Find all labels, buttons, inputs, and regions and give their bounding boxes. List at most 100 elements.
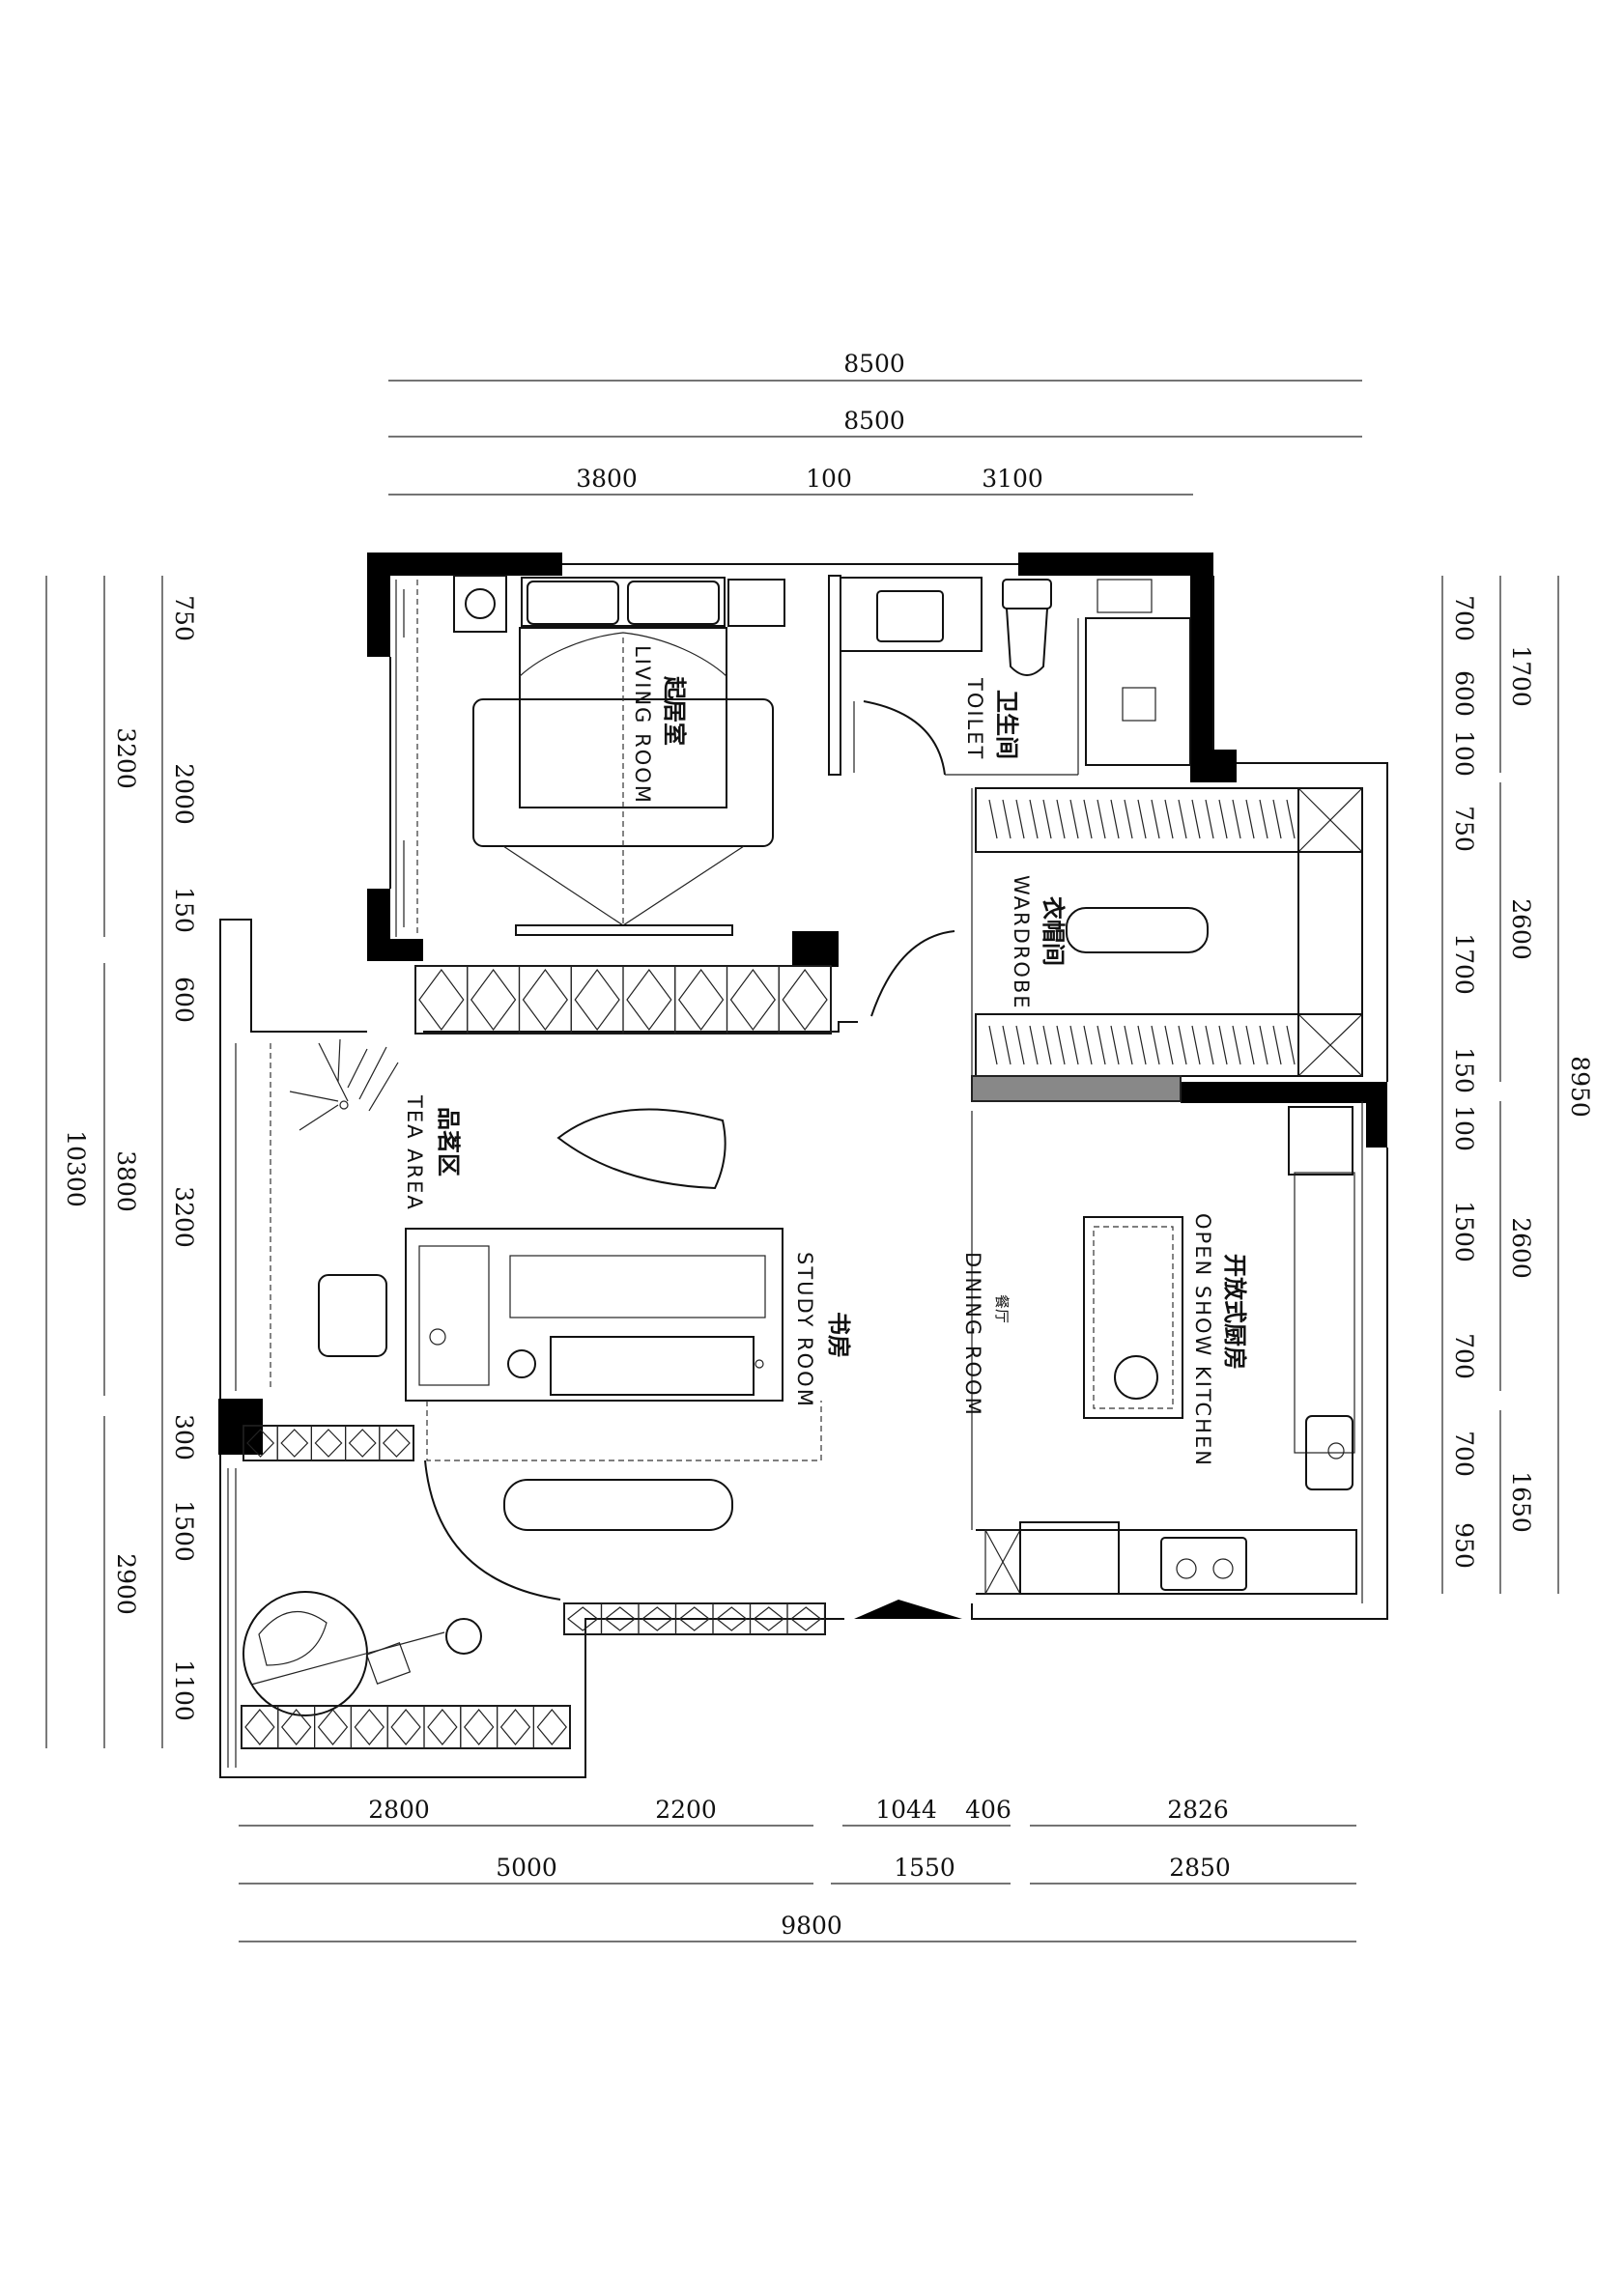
hanger-mark — [1042, 799, 1052, 839]
dim-top-overall-1: 8500 — [843, 350, 905, 378]
hanger-mark — [1151, 1025, 1160, 1065]
dim-right-segment: 1700 — [1507, 645, 1535, 707]
tile — [467, 965, 521, 1035]
dim-left-inner: 750 — [170, 595, 198, 641]
dimension-lines — [45, 380, 1559, 1942]
label-tea-en: TEA AREA — [403, 1094, 426, 1211]
dim-top-overall-2: 8500 — [843, 407, 905, 435]
dim-left-inner: 1500 — [170, 1500, 198, 1562]
drain-icon — [1122, 687, 1156, 722]
toilet-room — [828, 575, 1191, 776]
tile-pattern — [382, 1429, 411, 1458]
tile-pattern — [354, 1709, 385, 1745]
dim-left-inner: 3200 — [170, 1186, 198, 1248]
hanger-mark — [1110, 799, 1120, 839]
balcony — [227, 1425, 826, 1768]
dim-top-segment: 3100 — [982, 465, 1043, 493]
hanger-mark — [1097, 1025, 1106, 1065]
tile-pattern — [246, 1429, 275, 1458]
wardrobe-room — [870, 787, 1363, 1102]
dim-right-inner: 950 — [1450, 1522, 1478, 1569]
tile — [622, 965, 676, 1035]
dim-bottom-segment: 5000 — [496, 1854, 557, 1882]
hanger-mark — [1015, 1025, 1025, 1065]
tile — [386, 1705, 425, 1749]
dining-island — [1083, 1216, 1183, 1419]
label-wardrobe-cn: 衣帽间 — [1040, 896, 1067, 966]
label-wardrobe-en: WARDROBE — [1010, 875, 1033, 1010]
cooktop-icon — [1160, 1537, 1247, 1591]
hanger-mark — [1069, 1025, 1079, 1065]
oven-cabinet — [1019, 1521, 1120, 1595]
hanger-mark — [1056, 799, 1066, 839]
floor-lamp-icon — [445, 1618, 482, 1655]
chair-icon — [507, 1349, 536, 1378]
hanger-mark — [1286, 1025, 1296, 1065]
hanger-mark — [1178, 1025, 1187, 1065]
dim-right-overall: 8950 — [1566, 1056, 1594, 1118]
hanger-mark — [1097, 799, 1106, 839]
tile — [276, 1425, 313, 1461]
tile — [778, 965, 832, 1035]
tile-pattern — [574, 968, 620, 1032]
lamp-icon — [465, 588, 496, 619]
dim-left-inner: 150 — [170, 887, 198, 933]
hanger-mark — [1002, 799, 1011, 839]
hanger-mark — [1205, 799, 1214, 839]
tile-pattern — [348, 1429, 377, 1458]
dim-right-inner: 100 — [1450, 1105, 1478, 1151]
dim-left-segment: 3800 — [112, 1150, 140, 1212]
floor-lamp-arm — [250, 1631, 445, 1686]
tile-pattern — [567, 1606, 599, 1631]
dim-bottom-segment: 2850 — [1169, 1854, 1231, 1882]
hanger-mark — [1137, 1025, 1147, 1065]
dim-right-inner: 700 — [1450, 1333, 1478, 1379]
tile — [460, 1705, 499, 1749]
hanger-mark — [1205, 1025, 1214, 1065]
hanger-mark — [1151, 799, 1160, 839]
label-study-en: STUDY ROOM — [793, 1252, 816, 1408]
hanger-mark — [1164, 799, 1174, 839]
tile — [674, 965, 728, 1035]
tea-table — [556, 1108, 727, 1190]
kitchen-area — [971, 1101, 1363, 1603]
hanger-mark — [1245, 1025, 1255, 1065]
balcony-tiles — [241, 965, 832, 1749]
vanity — [840, 577, 983, 652]
tile — [414, 965, 469, 1035]
tile-pattern — [244, 1709, 275, 1745]
side-table — [453, 575, 507, 633]
dim-left-segment: 3200 — [112, 727, 140, 789]
hanger-mark — [1029, 799, 1039, 839]
dim-bottom-segment: 2826 — [1167, 1796, 1229, 1824]
tile-pattern — [536, 1709, 567, 1745]
tile-pattern — [716, 1606, 748, 1631]
tile — [496, 1705, 534, 1749]
hanger-mark — [1191, 1025, 1201, 1065]
tile — [310, 1425, 347, 1461]
wardrobe-island — [1066, 907, 1209, 953]
dim-bottom-segment: 2800 — [368, 1796, 430, 1824]
tile — [518, 965, 572, 1035]
tea-study-area — [235, 965, 832, 1601]
dim-left-overall: 10300 — [62, 1130, 90, 1207]
walls — [218, 553, 1387, 1619]
dim-right-inner: 1700 — [1450, 933, 1478, 995]
dim-right-inner: 750 — [1450, 806, 1478, 852]
wardrobe-hanger-marks — [988, 799, 1296, 1065]
hanger-mark — [1272, 1025, 1282, 1065]
dim-top-segment: 3800 — [576, 465, 638, 493]
hanger-mark — [1042, 1025, 1052, 1065]
bench — [503, 1479, 733, 1531]
hanger-mark — [1191, 799, 1201, 839]
label-study-cn: 书房 — [825, 1312, 852, 1358]
dim-left-inner: 600 — [170, 977, 198, 1023]
tile-pattern — [678, 968, 725, 1032]
tile-pattern — [314, 1429, 343, 1458]
tile-pattern — [604, 1606, 636, 1631]
dim-right-inner: 600 — [1450, 670, 1478, 717]
tile — [241, 1705, 279, 1749]
tile-pattern — [317, 1709, 349, 1745]
hanger-mark — [1110, 1025, 1120, 1065]
